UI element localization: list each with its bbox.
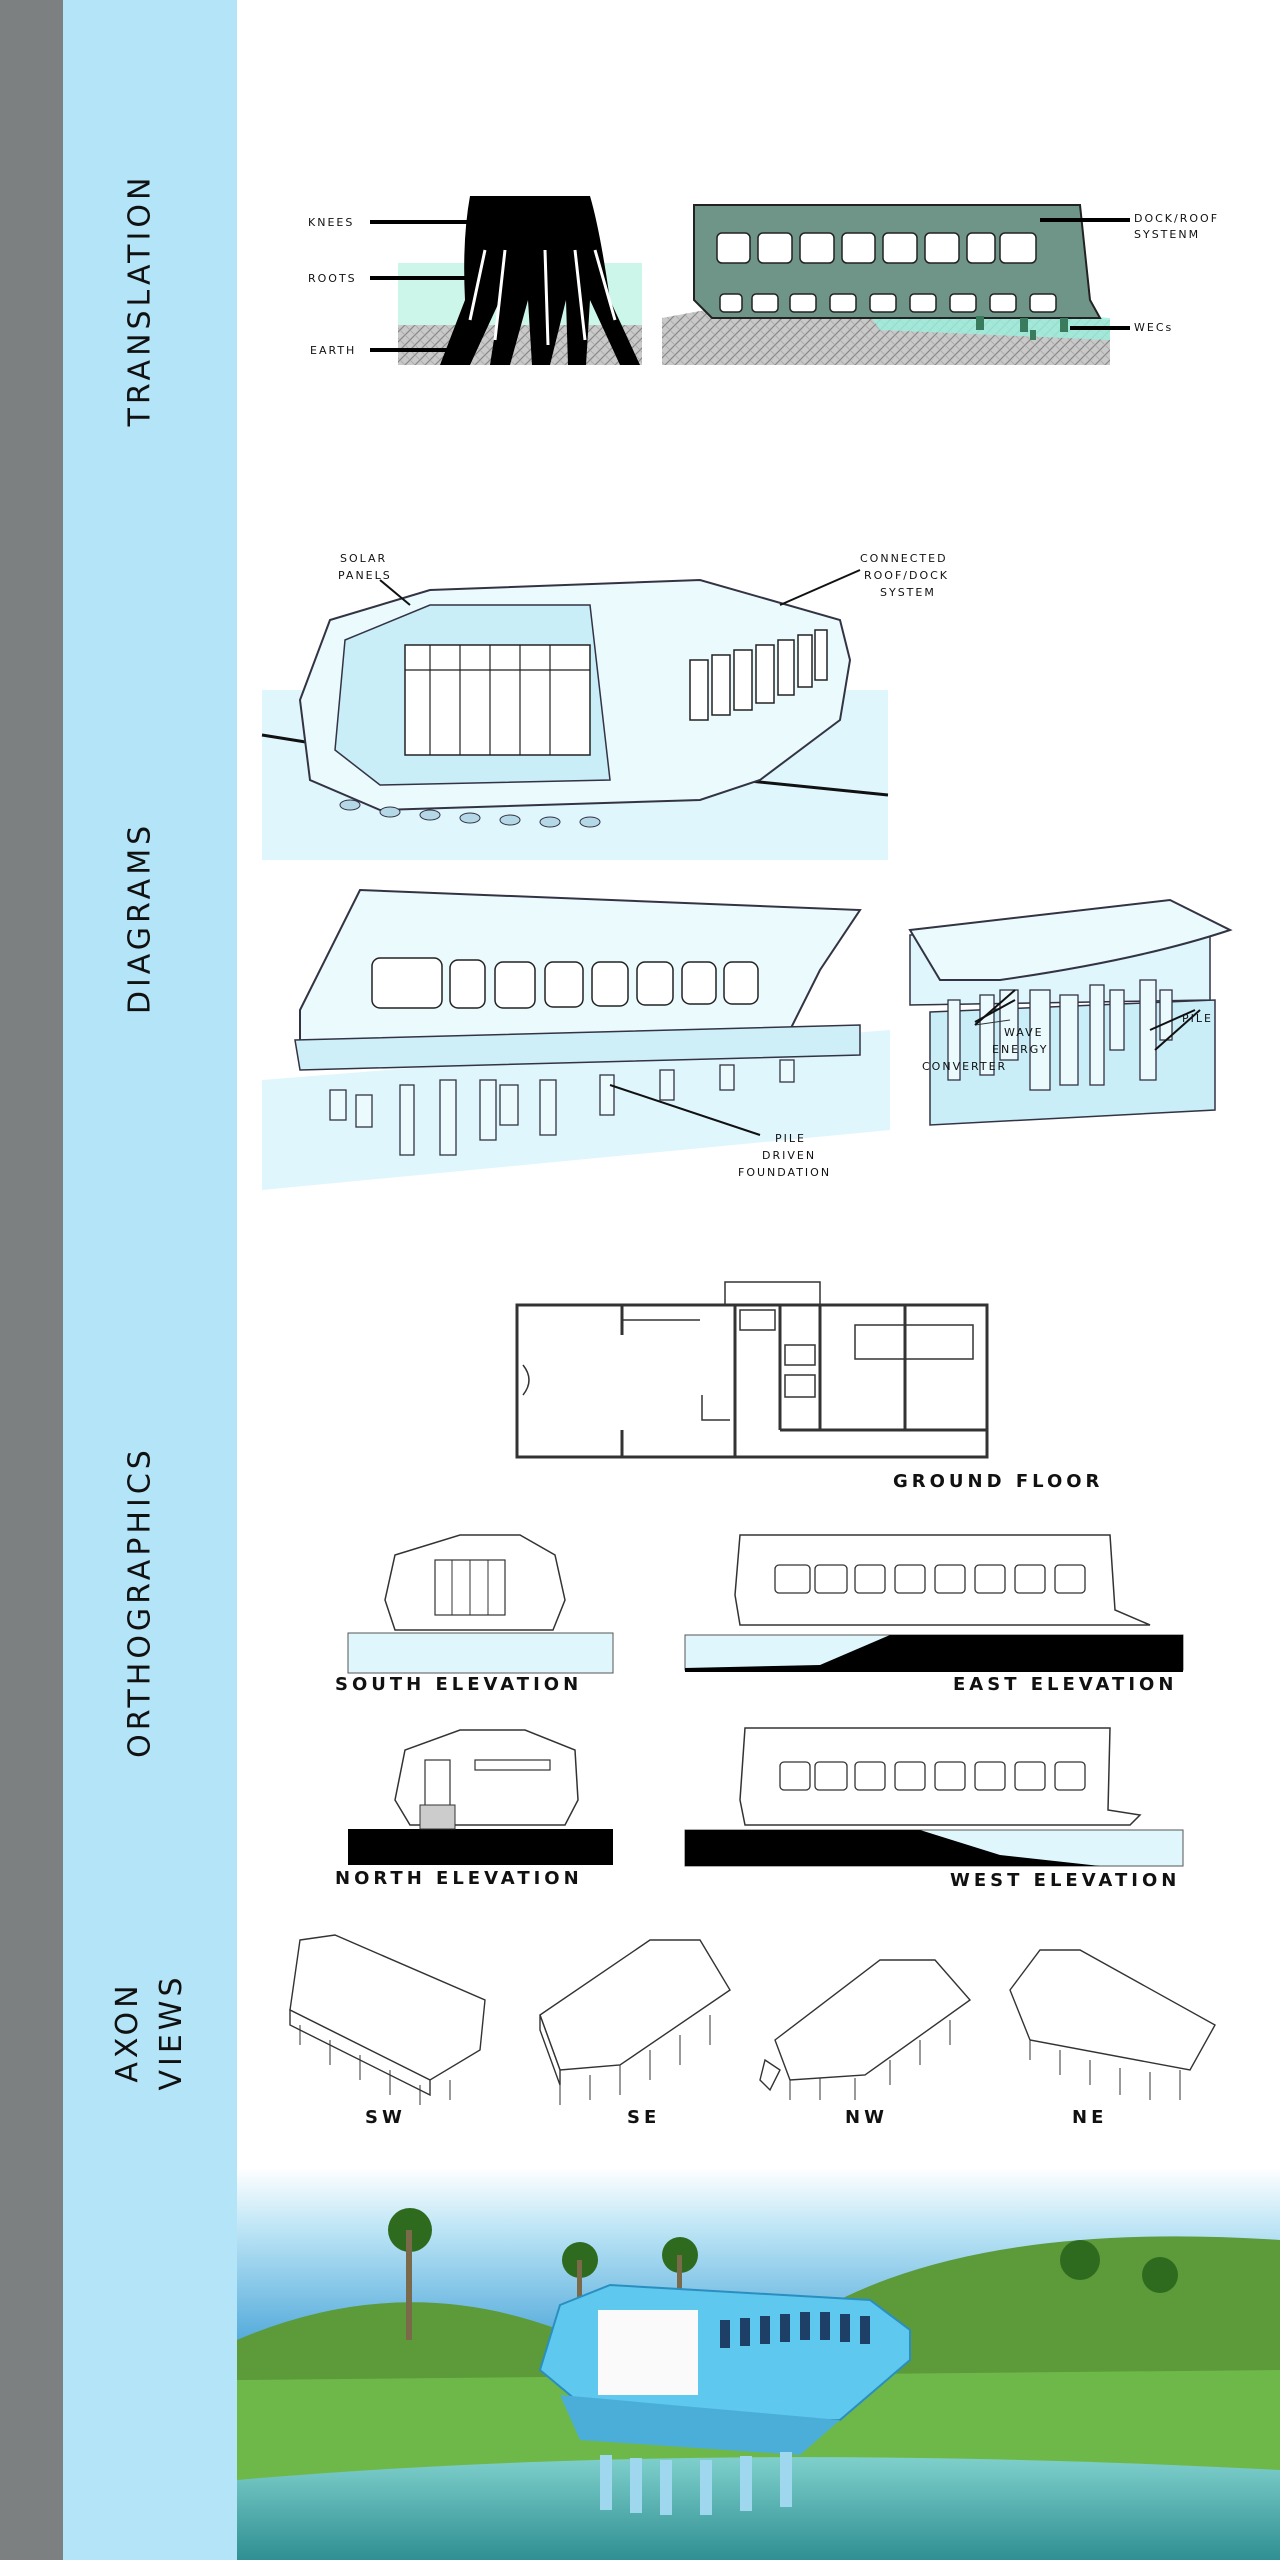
mangrove-roots-silhouette [440,196,640,365]
label-east-elevation: EAST ELEVATION [953,1674,1177,1695]
label-axon-sw: SW [365,2107,406,2128]
label-earth: EARTH [310,344,356,357]
label-wave-line2: ENERGY [992,1043,1048,1056]
label-wecs: WECs [1134,321,1173,334]
translation-dock-diagram: DOCK/ROOF SYSTENM WECs [662,204,1219,365]
west-elevation-drawing [684,1727,1184,1867]
diagram-solar-roof-render: SOLAR PANELS CONNECTED ROOF/DOCK SYSTEM [261,552,949,860]
label-solar-line1: SOLAR [340,552,387,565]
water [237,2457,1280,2560]
house-render [538,2283,911,2515]
label-axon-ne: NE [1072,2107,1107,2128]
label-south-elevation: SOUTH ELEVATION [335,1674,582,1695]
sidebar-blue-strip [63,0,237,2560]
label-knees: KNEES [308,216,354,229]
diagram-pile-foundation-render: PILE DRIVEN FOUNDATION [262,888,890,1190]
translation-mangrove-diagram: KNEES ROOTS EARTH [308,196,642,365]
east-elevation-drawing [684,1534,1184,1672]
earth-hatch [398,325,642,365]
label-dock-roof-line2: SYSTENM [1134,228,1200,241]
label-roots: ROOTS [308,272,357,285]
label-axon-se: SE [627,2107,660,2128]
label-pile-driven-line1: PILE [775,1132,806,1145]
north-elevation-drawing [348,1729,613,1865]
label-connected-line1: CONNECTED [860,552,948,565]
axon-se [539,1939,731,2105]
label-axon-nw: NW [845,2107,888,2128]
label-dock-roof-line1: DOCK/ROOF [1134,212,1219,225]
label-pile-driven-line2: DRIVEN [762,1149,816,1162]
axon-ne [1009,1949,1216,2100]
label-west-elevation: WEST ELEVATION [950,1870,1180,1891]
label-ground-floor: GROUND FLOOR [893,1471,1103,1492]
diagram-wave-energy-detail: WAVE ENERGY CONVERTER PILE [908,898,1233,1126]
sidebar-grey-strip [0,0,63,2560]
axon-nw [759,1959,972,2100]
label-pile: PILE [1182,1012,1213,1025]
label-wave-line3: CONVERTER [922,1060,1007,1073]
site-rendering [237,2168,1280,2560]
label-pile-driven-line3: FOUNDATION [738,1166,831,1179]
label-wave-line1: WAVE [1004,1026,1044,1039]
axon-sw [289,1934,486,2105]
ground-floor-plan [515,1281,989,1459]
label-north-elevation: NORTH ELEVATION [335,1868,583,1889]
label-connected-line2: ROOF/DOCK [864,569,949,582]
south-elevation-drawing [347,1534,614,1674]
label-solar-line2: PANELS [338,569,392,582]
label-connected-line3: SYSTEM [880,586,936,599]
